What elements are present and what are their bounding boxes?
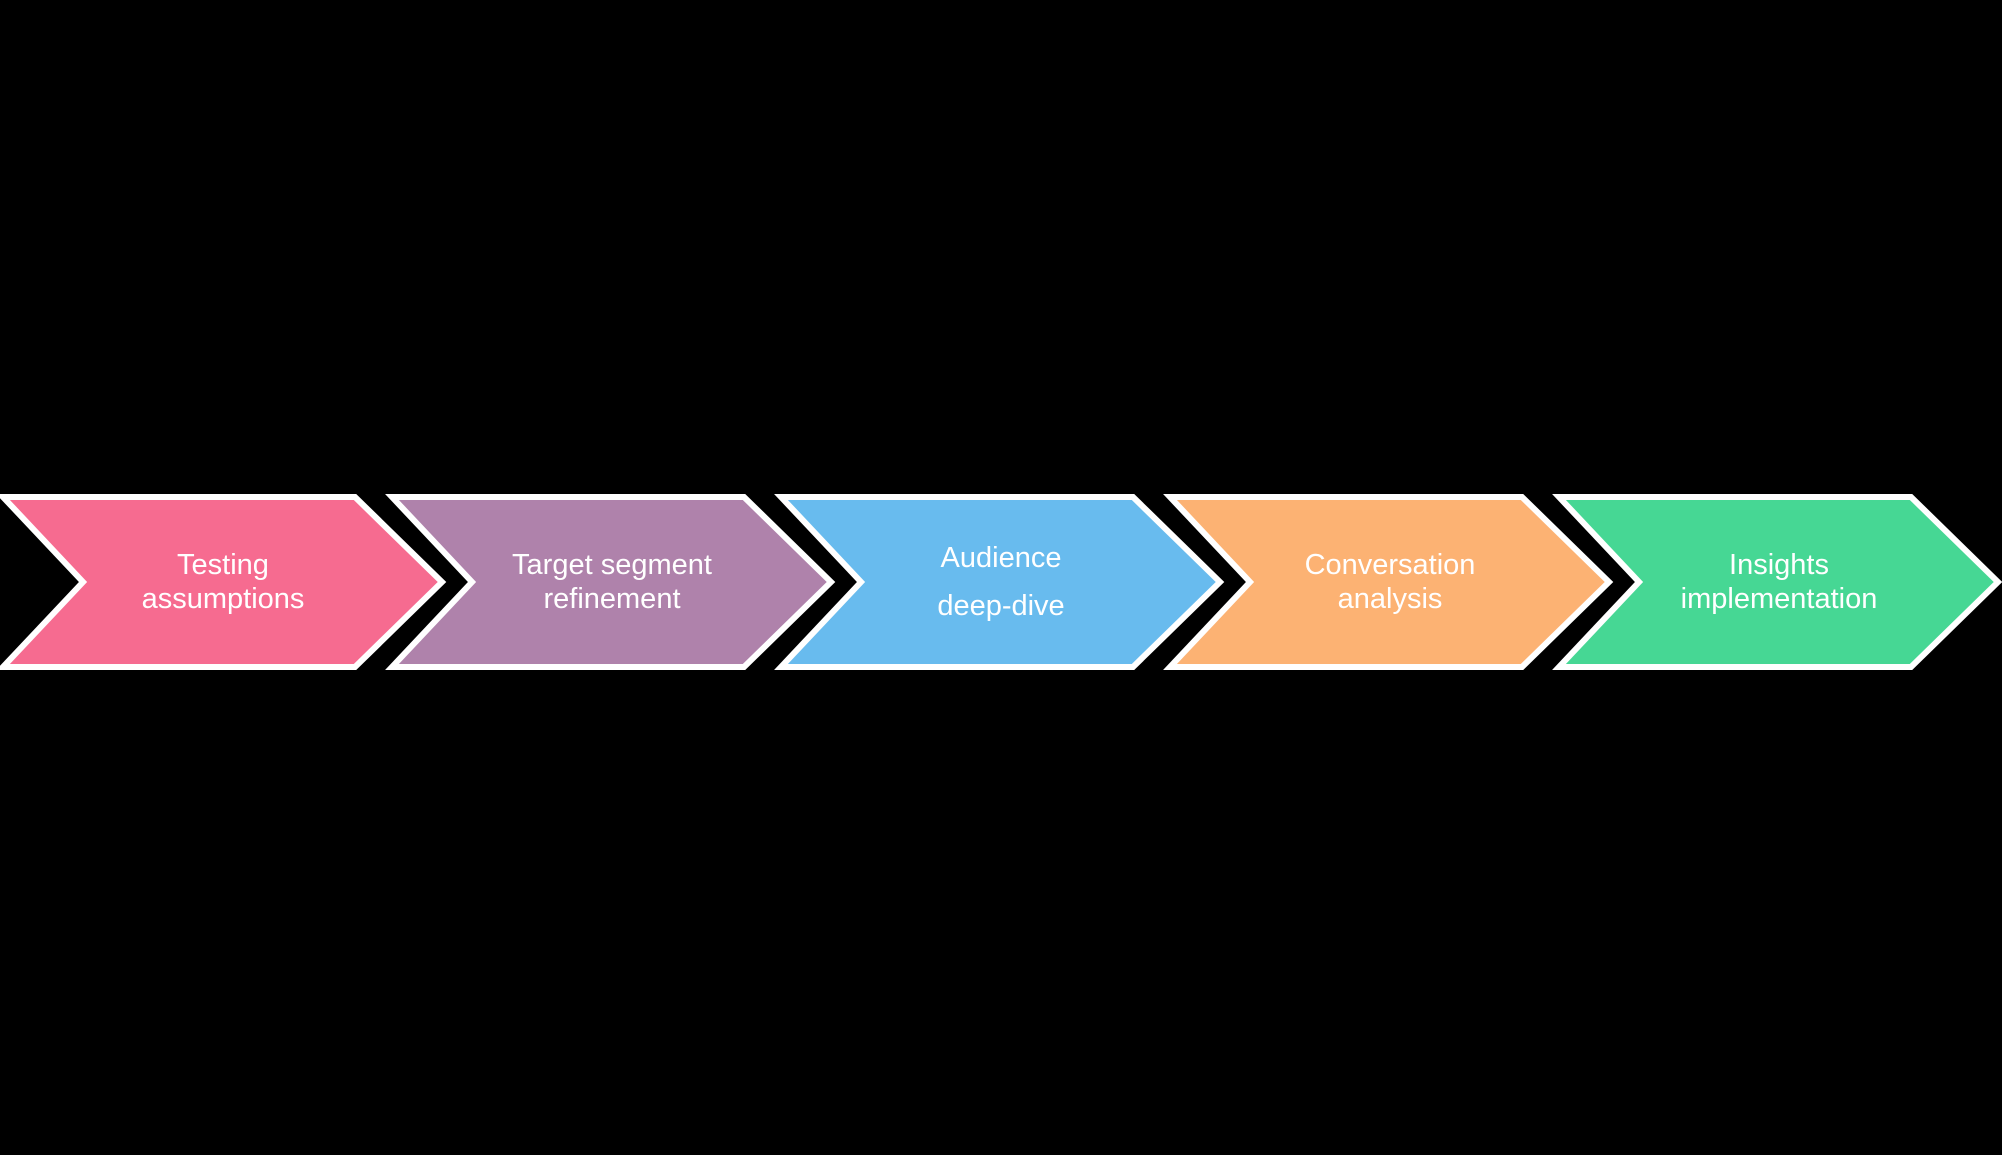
- chevron-step-3-shape: [774, 494, 1225, 670]
- chevron-step-5-shape: [1552, 494, 2002, 670]
- chevron-step-2-shape: [385, 494, 836, 670]
- chevron-step-4-shape: [1163, 494, 1614, 670]
- chevron-step-1-shape: [0, 494, 447, 670]
